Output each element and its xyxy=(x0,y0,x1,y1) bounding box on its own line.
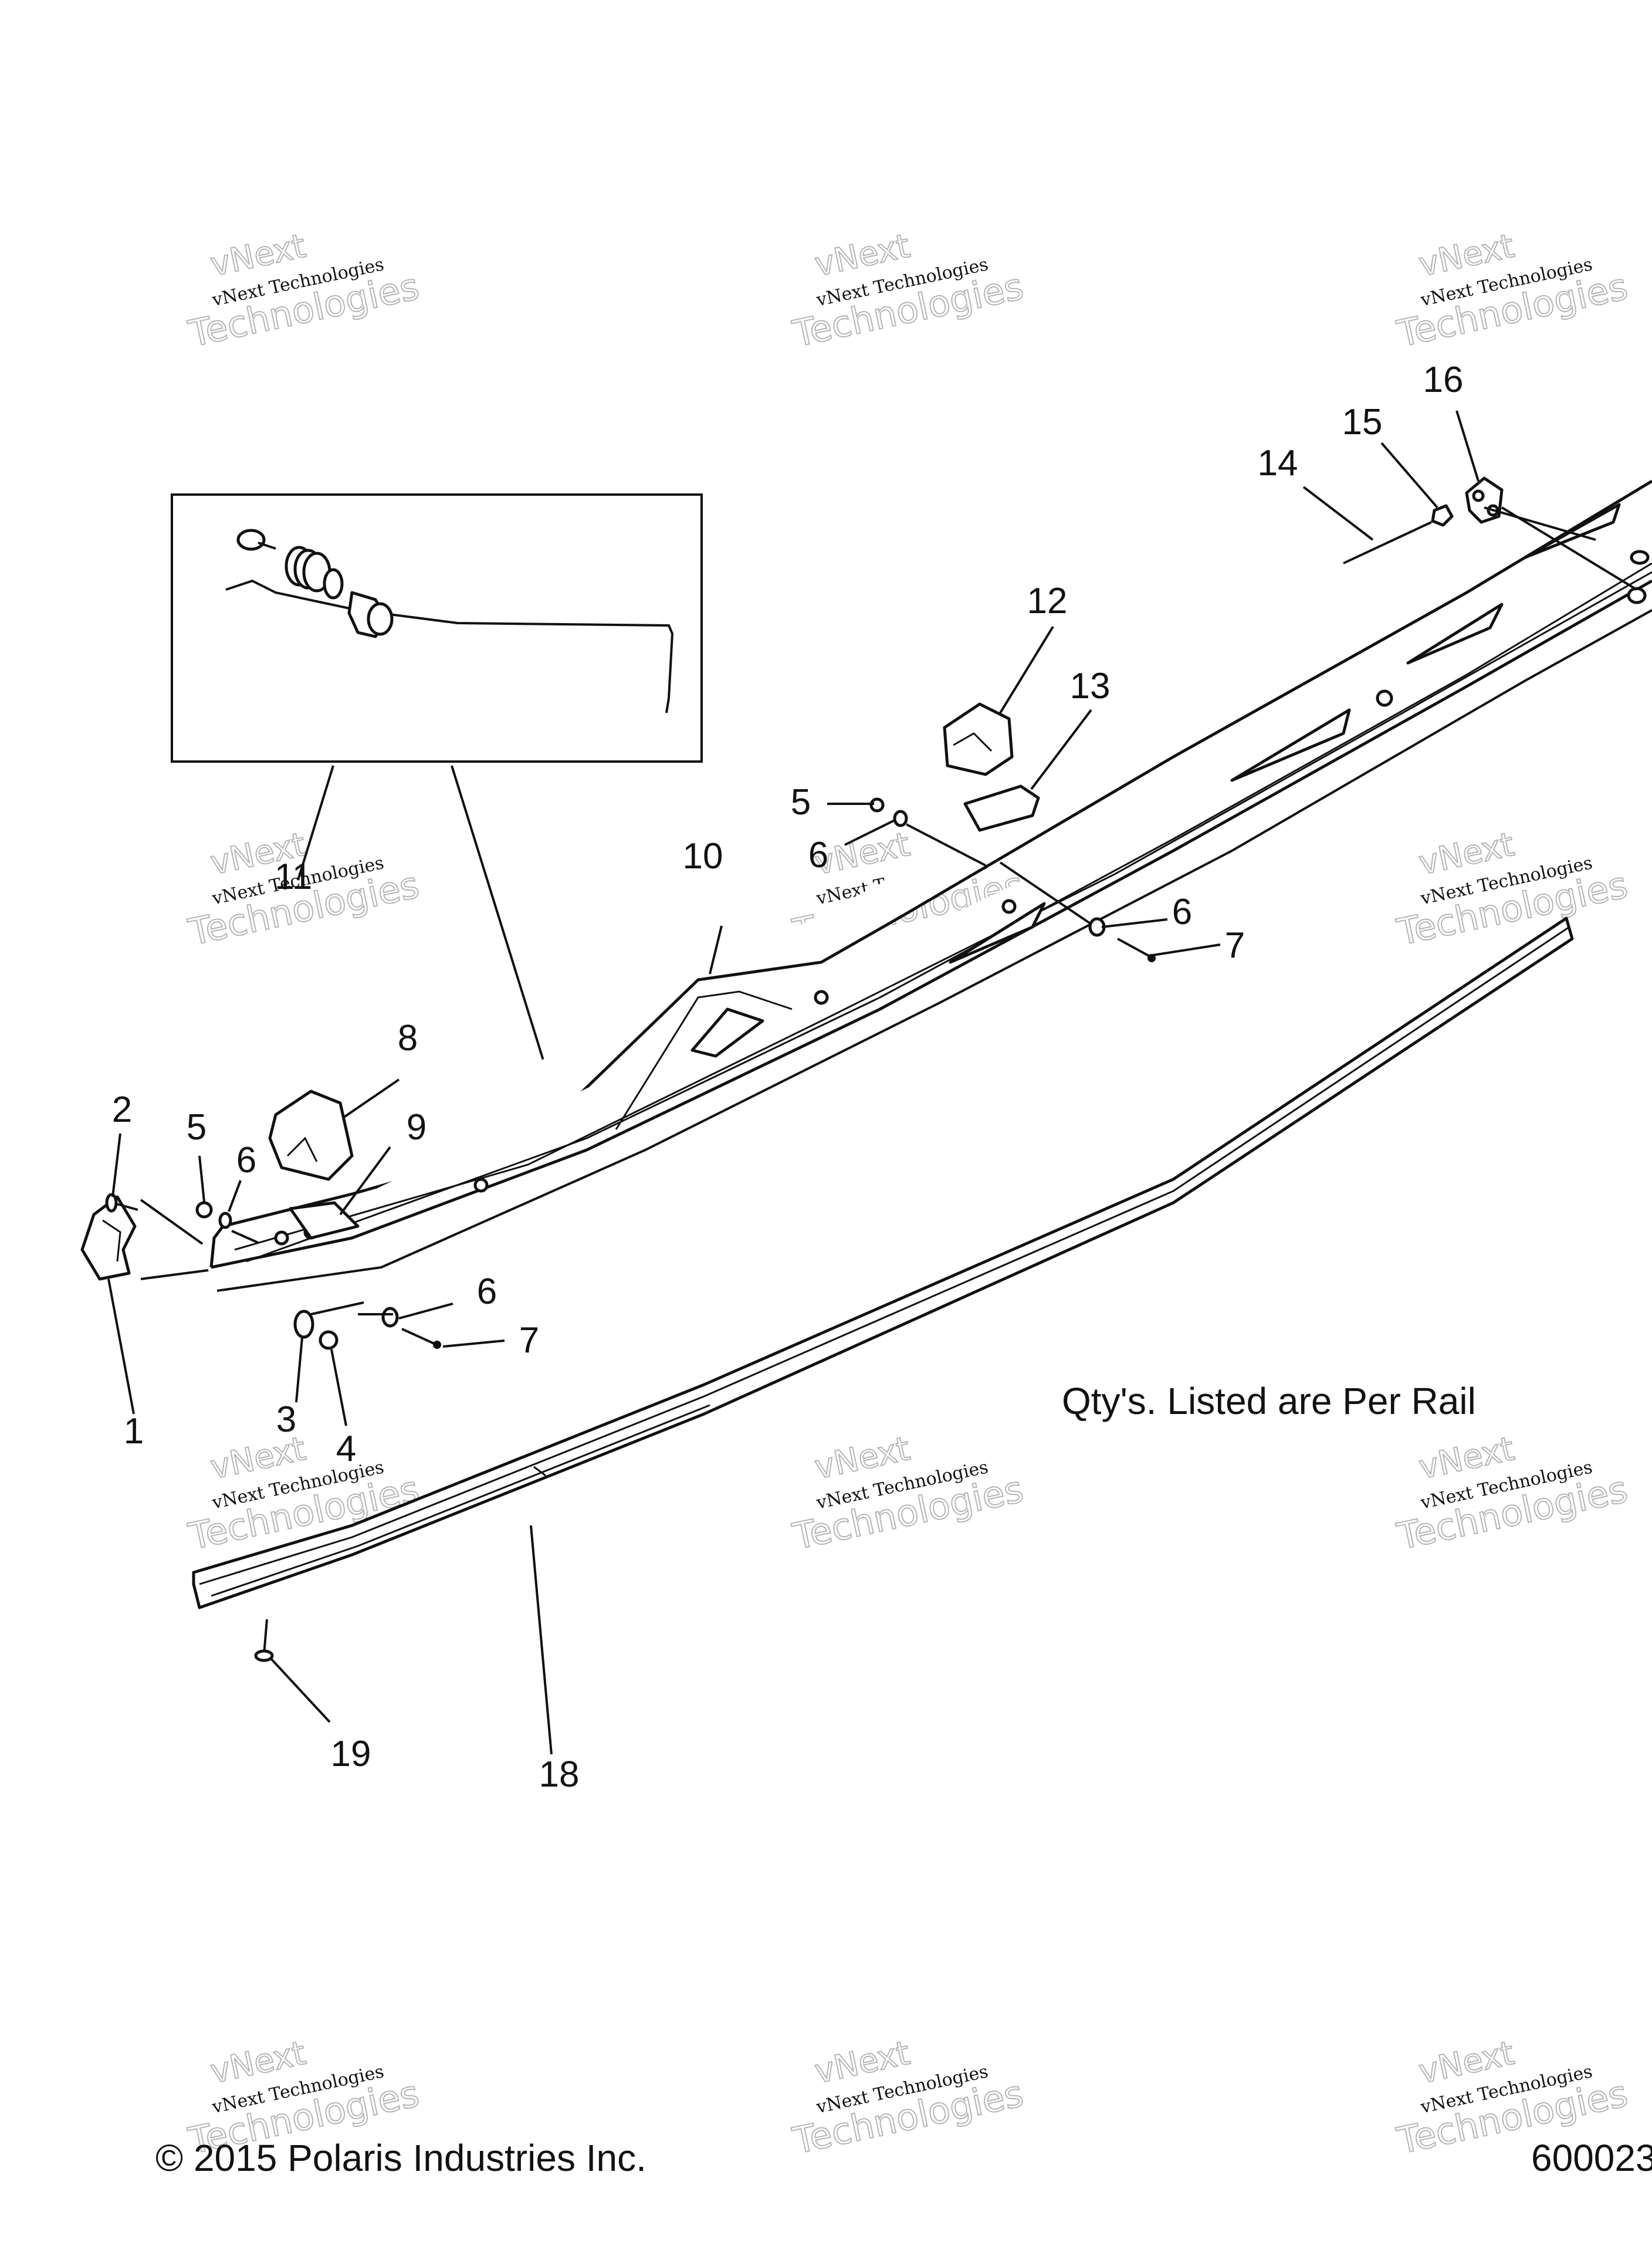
callout-6-rear-lower: 6 xyxy=(1172,892,1192,932)
nut xyxy=(195,1201,213,1219)
leader-11b xyxy=(451,765,561,1115)
callout-6-rear-upper: 6 xyxy=(808,835,828,875)
callout-16: 16 xyxy=(1423,360,1464,400)
leader-11a xyxy=(297,765,334,881)
callout-12: 12 xyxy=(1027,581,1068,621)
bolt xyxy=(401,1328,435,1345)
callout-6-front-upper: 6 xyxy=(236,1140,256,1180)
callout-3: 3 xyxy=(276,1399,296,1440)
callout-5-front: 5 xyxy=(187,1107,206,1148)
callout-5-rear: 5 xyxy=(791,782,811,823)
watermark: vNext vNext Technologies Technologies xyxy=(1393,2034,1632,2163)
rail-lower-flange xyxy=(216,609,1652,1292)
threaded-stud xyxy=(1343,521,1432,564)
rod-end xyxy=(665,698,670,713)
rail-end-cap xyxy=(80,1195,137,1281)
callout-19: 19 xyxy=(331,1734,371,1774)
spring-rod xyxy=(225,579,674,699)
insert xyxy=(963,784,1040,832)
watermark: vNext vNext Technologies Technologies xyxy=(788,226,1028,356)
callout-15: 15 xyxy=(1342,402,1383,442)
callout-9: 9 xyxy=(407,1107,426,1148)
callouts: 1 2 3 4 5 5 6 6 6 6 7 7 8 9 10 11 12 13 … xyxy=(112,360,1464,1795)
callout-13: 13 xyxy=(1070,666,1111,706)
leader-lines xyxy=(107,410,1638,1755)
callout-6-front-lower: 6 xyxy=(477,1271,497,1312)
watermark: vNext vNext Technologies Technologies xyxy=(1393,226,1632,356)
wear-strip xyxy=(192,916,1574,1609)
watermark: vNext vNext Technologies Technologies xyxy=(788,2034,1028,2163)
slide-rail xyxy=(209,479,1652,1292)
washer xyxy=(381,1307,399,1328)
wear-block xyxy=(268,1090,354,1181)
callout-7-rear: 7 xyxy=(1225,925,1245,966)
copyright: © 2015 Polaris Industries Inc. xyxy=(155,2137,646,2179)
watermark: vNext vNext Technologies Technologies xyxy=(1393,825,1632,955)
callout-2: 2 xyxy=(112,1090,132,1130)
nut xyxy=(1431,504,1454,527)
callout-1: 1 xyxy=(124,1411,144,1452)
watermark: vNext vNext Technologies Technologies xyxy=(1393,1429,1632,1559)
callout-14: 14 xyxy=(1258,443,1298,483)
watermark: vNext vNext Technologies Technologies xyxy=(184,226,424,356)
inset-frame xyxy=(171,493,703,763)
callout-8: 8 xyxy=(398,1018,418,1058)
callout-11: 11 xyxy=(275,857,312,897)
washer xyxy=(323,568,344,600)
callout-7-front: 7 xyxy=(519,1320,539,1361)
pin-shaft xyxy=(258,542,276,550)
drawing-number: 600023 xyxy=(1531,2137,1652,2179)
wear-strip-body xyxy=(192,916,1574,1609)
bracket xyxy=(1465,476,1504,524)
callout-10: 10 xyxy=(683,836,723,877)
inset-detail-box xyxy=(171,493,703,763)
callout-4: 4 xyxy=(336,1429,356,1469)
wear-block xyxy=(943,702,1014,776)
callout-18: 18 xyxy=(539,1754,580,1795)
nut xyxy=(319,1330,338,1350)
watermark: vNext vNext Technologies Technologies xyxy=(788,1429,1028,1559)
washer xyxy=(893,810,908,827)
pivot-pin xyxy=(236,529,266,551)
quantity-note: Qty's. Listed are Per Rail xyxy=(1062,1380,1476,1422)
rivet xyxy=(263,1619,268,1655)
bolt xyxy=(1117,938,1150,958)
washer xyxy=(293,1310,314,1339)
washer xyxy=(218,1212,232,1229)
